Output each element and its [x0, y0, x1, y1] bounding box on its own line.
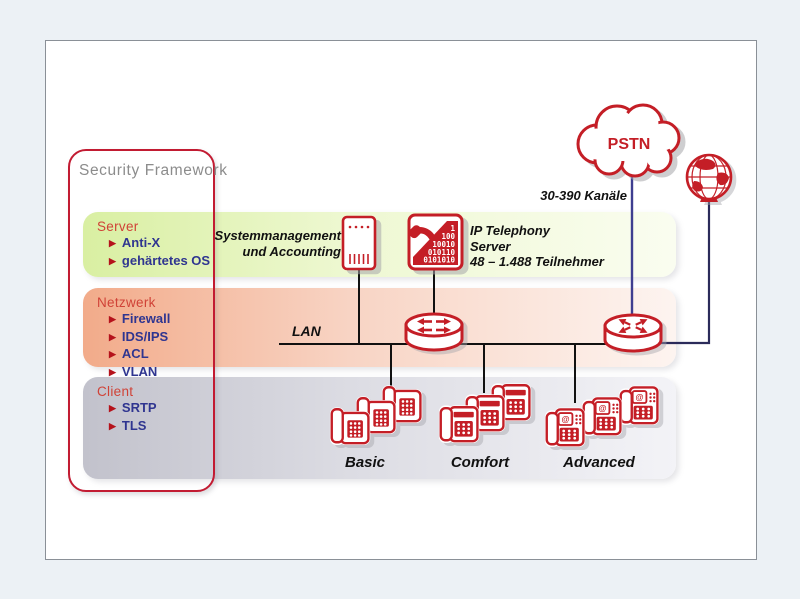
basic-group-label: Basic: [344, 454, 386, 471]
lan-label: LAN: [292, 323, 321, 339]
systemmanagement-label: Systemmanagement und Accounting: [214, 228, 341, 259]
client-band-list: ▶ SRTP ▶ TLS: [109, 400, 676, 435]
bullet-arrow-icon: ▶: [109, 403, 116, 413]
list-item: ▶ gehärtetes OS: [109, 253, 676, 271]
advanced-group-label: Advanced: [563, 454, 635, 471]
comfort-group-label: Comfort: [450, 454, 510, 471]
list-item-label: IDS/IPS: [121, 328, 169, 344]
netzwerk-band-title: Netzwerk: [97, 295, 156, 310]
list-item: ▶ VLAN: [109, 364, 676, 382]
bullet-arrow-icon: ▶: [109, 238, 116, 248]
bullet-arrow-icon: ▶: [109, 349, 116, 359]
list-item-label: VLAN: [121, 363, 158, 379]
bullet-arrow-icon: ▶: [109, 255, 116, 266]
list-item-label: Anti-X: [121, 235, 161, 250]
bullet-arrow-icon: ▶: [109, 366, 116, 377]
ip-telephony-server-label: IP Telephony Server 48 – 1.488 Teilnehme…: [470, 223, 604, 269]
server-band: Server ▶ Anti-X ▶ gehärtetes OS: [83, 212, 676, 277]
bullet-arrow-icon: ▶: [109, 420, 116, 431]
netzwerk-band: Netzwerk ▶ Firewall ▶ IDS/IPS ▶ ACL ▶ VLAN: [83, 288, 676, 379]
netzwerk-band-list: ▶ Firewall ▶ IDS/IPS ▶ ACL ▶ VLAN: [109, 311, 676, 381]
bullet-arrow-icon: ▶: [109, 331, 116, 342]
security-framework-label: Security Framework: [79, 162, 228, 179]
list-item-label: TLS: [121, 417, 147, 433]
internet-globe-icon: [685, 153, 733, 202]
security-framework-box: [68, 149, 215, 492]
list-item: ▶ ACL: [109, 346, 676, 364]
list-item-label: ACL: [121, 346, 149, 361]
list-item-label: SRTP: [121, 400, 157, 415]
list-item-label: gehärtetes OS: [121, 252, 211, 268]
server-band-title: Server: [97, 219, 139, 234]
list-item: ▶ IDS/IPS: [109, 329, 676, 347]
list-item-label: Firewall: [121, 311, 171, 326]
list-item: ▶ Firewall: [109, 311, 676, 329]
diagram-canvas: Server ▶ Anti-X ▶ gehärtetes OS Netzwerk ▶…: [45, 40, 757, 560]
server-band-list: ▶ Anti-X ▶ gehärtetes OS: [109, 235, 676, 270]
list-item: ▶ TLS: [109, 418, 676, 436]
list-item: ▶ Anti-X: [109, 235, 676, 253]
pstn-label: PSTN: [607, 136, 651, 153]
client-band-title: Client: [97, 384, 134, 399]
kanaele-label: 30-390 Kanäle: [540, 188, 627, 203]
bullet-arrow-icon: ▶: [109, 314, 116, 324]
list-item: ▶ SRTP: [109, 400, 676, 418]
